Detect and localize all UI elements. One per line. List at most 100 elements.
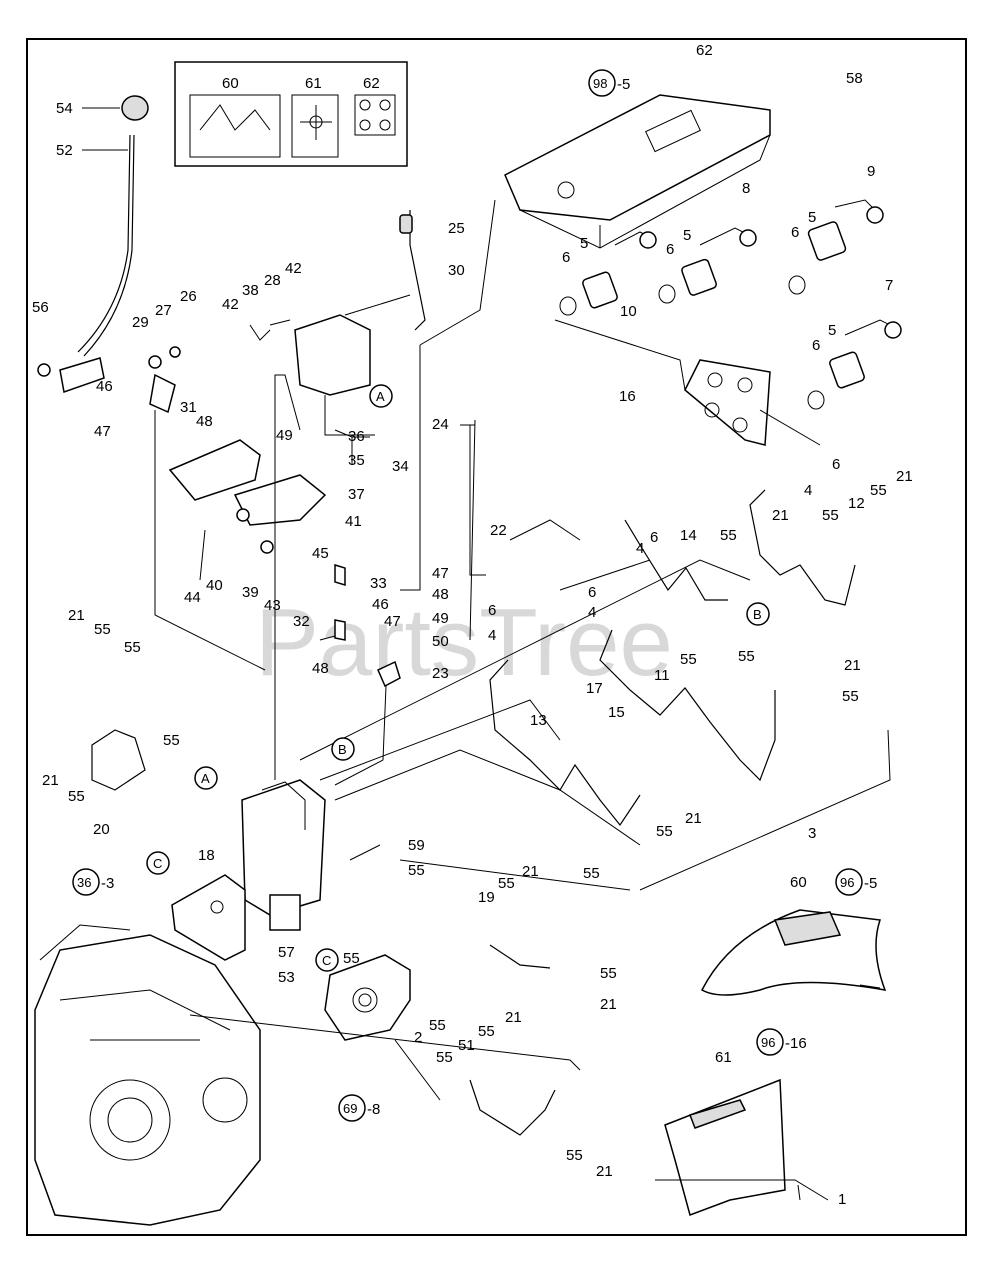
callout-36: 36: [348, 428, 365, 445]
reference-69-suffix: -8: [367, 1101, 380, 1118]
callout-48: 48: [196, 413, 213, 430]
reference-36-suffix: -3: [101, 875, 114, 892]
callout-15: 15: [608, 704, 625, 721]
callout-55q: 55: [429, 1017, 446, 1034]
callout-55t: 55: [566, 1147, 583, 1164]
callout-55s: 55: [436, 1049, 453, 1066]
callout-55p: 55: [600, 965, 617, 982]
callout-8: 8: [742, 180, 750, 197]
callout-33: 33: [370, 575, 387, 592]
callout-16: 16: [619, 388, 636, 405]
reference-98-num: 98: [593, 76, 607, 91]
callout-5d: 5: [828, 322, 836, 339]
callout-6b: 6: [666, 241, 674, 258]
callout-21e: 21: [68, 607, 85, 624]
callout-23: 23: [432, 665, 449, 682]
marker-C-pipe: C: [153, 856, 162, 871]
callout-51: 51: [458, 1037, 475, 1054]
callout-21h: 21: [600, 996, 617, 1013]
callout-26: 26: [180, 288, 197, 305]
callout-61: 61: [715, 1049, 732, 1066]
fender-cover: [701, 909, 887, 996]
callout-27: 27: [155, 302, 172, 319]
callout-55g: 55: [656, 823, 673, 840]
callout-55f: 55: [842, 688, 859, 705]
callout-12: 12: [848, 495, 865, 512]
connection-markers: A A B B C C: [146, 384, 770, 972]
callout-6a: 6: [562, 249, 570, 266]
callout-1: 1: [838, 1191, 846, 1208]
callout-49b: 49: [432, 610, 449, 627]
reference-96a-suffix: -5: [864, 875, 877, 892]
transmission-housing: [34, 924, 261, 1226]
callout-52: 52: [56, 142, 73, 159]
callout-58: 58: [846, 70, 863, 87]
callout-17: 17: [586, 680, 603, 697]
callout-21f: 21: [42, 772, 59, 789]
callout-55n: 55: [343, 950, 360, 967]
callout-42b: 42: [285, 260, 302, 277]
callout-11: 11: [654, 667, 670, 684]
callout-59: 59: [408, 837, 425, 854]
callout-24: 24: [432, 416, 449, 433]
marker-C-block: C: [322, 953, 331, 968]
callout-55l: 55: [163, 732, 180, 749]
callout-30: 30: [448, 262, 465, 279]
callout-6g: 6: [588, 584, 596, 601]
leader-lines: [154, 199, 891, 1201]
callout-55m: 55: [408, 862, 425, 879]
inset-label-62: 62: [363, 75, 380, 92]
callout-31: 31: [180, 399, 197, 416]
callout-4d: 4: [488, 627, 496, 644]
callout-21a: 21: [896, 468, 913, 485]
reference-96a-num: 96: [840, 875, 854, 890]
callout-55j: 55: [124, 639, 141, 656]
callout-5b: 5: [683, 227, 691, 244]
callout-46: 46: [96, 378, 113, 395]
lever-mechanism: [148, 210, 426, 786]
marker-A-top: A: [376, 389, 385, 404]
inset-label-60: 60: [222, 75, 239, 92]
callout-35: 35: [348, 452, 365, 469]
control-valve-assembly: [171, 779, 411, 1041]
marker-B-pipe: B: [753, 607, 762, 622]
callout-55h: 55: [583, 865, 600, 882]
callout-45: 45: [312, 545, 329, 562]
callout-6e: 6: [832, 456, 840, 473]
callout-53: 53: [278, 969, 295, 986]
side-panel: [664, 1078, 786, 1216]
diagram-frame: [26, 38, 967, 1236]
reference-36-num: 36: [77, 875, 91, 890]
callout-57: 57: [278, 944, 295, 961]
callout-4a: 4: [804, 482, 812, 499]
callout-29: 29: [132, 314, 149, 331]
callout-50: 50: [432, 633, 449, 650]
quick-couplers: [559, 199, 902, 410]
callout-43: 43: [264, 597, 281, 614]
callout-14: 14: [680, 527, 697, 544]
callout-19: 19: [478, 889, 495, 906]
callout-44: 44: [184, 589, 201, 606]
inset-label-61: 61: [305, 75, 322, 92]
callout-28: 28: [264, 272, 281, 289]
callout-7: 7: [885, 277, 893, 294]
callout-21g: 21: [522, 863, 539, 880]
page-references: 98 -5 36 -3 69 -8 96 -5 96 -16: [72, 69, 877, 1122]
callout-4b: 4: [636, 540, 644, 557]
callout-55d: 55: [680, 651, 697, 668]
callout-37: 37: [348, 486, 365, 503]
callout-9: 9: [867, 163, 875, 180]
callout-25: 25: [448, 220, 465, 237]
callout-13: 13: [530, 712, 547, 729]
callout-21c: 21: [844, 657, 861, 674]
callout-54: 54: [56, 100, 73, 117]
callout-48c: 48: [432, 586, 449, 603]
callout-48b: 48: [312, 660, 329, 677]
callout-55i: 55: [94, 621, 111, 638]
control-lever-assembly: [37, 95, 149, 393]
callout-55e: 55: [738, 648, 755, 665]
callout-47: 47: [94, 423, 111, 440]
callout-42: 42: [222, 296, 239, 313]
callout-6c: 6: [791, 224, 799, 241]
